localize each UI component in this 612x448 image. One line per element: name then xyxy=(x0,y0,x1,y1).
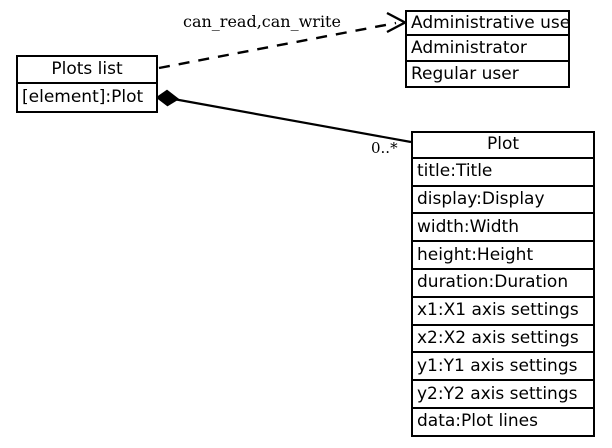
composition-multiplicity-label: 0..* xyxy=(371,139,398,157)
class-attribute-row: width:Width xyxy=(411,214,595,243)
class-attribute-row: title:Title xyxy=(411,158,595,187)
class-attribute-row: data:Plot lines xyxy=(411,408,595,437)
class-attribute-row: Regular user xyxy=(405,62,570,88)
class-box-plot[interactable]: Plot title:Title display:Display width:W… xyxy=(411,131,595,437)
class-attribute-row: x2:X2 axis settings xyxy=(411,325,595,354)
composition-edge-line xyxy=(167,96,412,144)
class-box-administrative-user[interactable]: Administrative user Administrator Regula… xyxy=(405,10,570,88)
class-attribute-row: Administrator xyxy=(405,36,570,62)
dependency-arrowhead-icon xyxy=(386,11,408,34)
class-box-plots-list[interactable]: Plots list [element]:Plot xyxy=(16,55,158,113)
class-attribute-row: display:Display xyxy=(411,186,595,215)
class-attribute-row: x1:X1 axis settings xyxy=(411,297,595,326)
class-attribute-row: duration:Duration xyxy=(411,269,595,298)
composition-diamond-icon xyxy=(155,89,180,107)
class-title-plots-list: Plots list xyxy=(16,55,158,84)
class-attribute-row: y2:Y2 axis settings xyxy=(411,381,595,409)
class-attribute-row: y1:Y1 axis settings xyxy=(411,353,595,382)
class-attribute-row: [element]:Plot xyxy=(16,84,158,113)
class-title-administrative-user: Administrative user xyxy=(405,10,570,36)
class-title-plot: Plot xyxy=(411,131,595,159)
dependency-label: can_read,can_write xyxy=(183,12,341,31)
class-attribute-row: height:Height xyxy=(411,242,595,270)
